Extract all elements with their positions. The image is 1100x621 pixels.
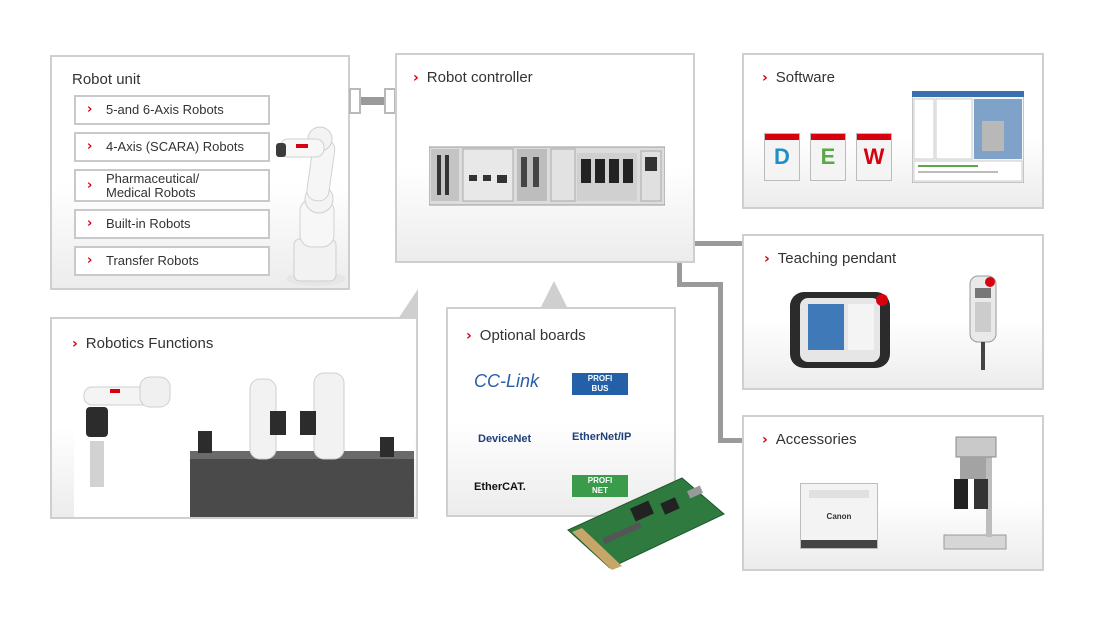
connector-line [677,263,682,285]
robotics-functions-image [74,359,414,517]
robot-unit-item-label: Pharmaceutical/ Medical Robots [106,170,200,200]
robot-unit-panel: Robot unit › 5-and 6-Axis Robots › 4-Axi… [50,55,350,290]
robot-unit-item-label: 5-and 6-Axis Robots [106,102,224,117]
canon-device-image: Canon [800,483,878,549]
callout-tail [540,281,568,309]
software-box-letter: D [774,144,790,169]
connector-line [695,241,745,246]
software-box-w: W [856,133,892,181]
software-panel: › Software D E W [742,53,1044,209]
robot-unit-title: Robot unit [72,71,141,88]
chevron-right-icon: › [413,69,419,86]
connector-plug-left [349,88,361,114]
profinet-logo: PROFI NET [572,475,628,497]
robot-unit-item-pharma-medical[interactable]: › Pharmaceutical/ Medical Robots [74,169,270,202]
robot-controller-title: › Robot controller [413,69,533,86]
chevron-right-icon: › [87,102,93,117]
teaching-pendant-panel: › Teaching pendant [742,234,1044,390]
software-box-letter: W [863,144,885,169]
robot-unit-list: › 5-and 6-Axis Robots › 4-Axis (SCARA) R… [74,95,270,283]
software-box-e: E [810,133,846,181]
connector-line [677,282,722,287]
cclink-logo: CC-Link [474,371,540,391]
accessories-title: › Accessories [762,431,857,448]
circuit-board-image [567,477,725,570]
ethercat-logo: EtherCAT. [474,481,526,493]
chevron-right-icon: › [87,253,93,268]
robot-unit-item-5-6-axis[interactable]: › 5-and 6-Axis Robots [74,95,270,125]
optional-boards-title: › Optional boards [466,327,586,344]
robot-unit-item-transfer[interactable]: › Transfer Robots [74,246,270,276]
robot-unit-item-label: Transfer Robots [106,253,199,268]
robot-unit-item-scara[interactable]: › 4-Axis (SCARA) Robots [74,132,270,162]
chevron-right-icon: › [764,250,770,267]
profibus-logo: PROFI BUS [572,373,628,395]
chevron-right-icon: › [87,139,93,154]
accessories-panel: › Accessories Canon [742,415,1044,571]
chevron-right-icon: › [762,69,768,86]
ethernetip-logo: EtherNet/IP [572,431,632,443]
teaching-pendant-title: › Teaching pendant [764,250,897,267]
teaching-pendant-image [790,292,890,368]
software-box-d: D [764,133,800,181]
canon-logo: Canon [826,512,852,521]
connector-line [361,97,385,105]
optional-boards-panel: › Optional boards CC-Link PROFI BUS Devi… [446,281,676,517]
connector-line [718,282,723,442]
software-title: › Software [762,69,835,86]
robot-controller-panel: › Robot controller [395,53,695,263]
profibus-logo-top: PROFI [587,374,613,383]
robotics-functions-title: › Robotics Functions [72,335,214,352]
robot-unit-item-label: Built-in Robots [106,216,191,231]
software-screenshot-image [912,91,1024,183]
profinet-logo-bottom: NET [592,486,608,495]
robot-unit-item-label: 4-Axis (SCARA) Robots [106,139,244,154]
robotics-functions-panel: › Robotics Functions [50,289,418,519]
chevron-right-icon: › [87,177,93,193]
gripper-stand-image [943,436,1007,550]
connector-line [718,438,744,443]
chevron-right-icon: › [762,431,768,448]
robot-controller-image [429,146,665,206]
chevron-right-icon: › [72,335,78,352]
profibus-logo-bottom: BUS [591,384,609,393]
chevron-right-icon: › [466,327,472,344]
six-axis-robot-image [276,126,346,286]
handheld-pendant-image [969,275,997,370]
callout-tail [398,289,418,319]
devicenet-logo: DeviceNet [478,433,532,445]
profinet-logo-top: PROFI [587,476,613,485]
chevron-right-icon: › [87,216,93,231]
robot-unit-item-built-in[interactable]: › Built-in Robots [74,209,270,239]
software-box-letter: E [820,144,836,169]
